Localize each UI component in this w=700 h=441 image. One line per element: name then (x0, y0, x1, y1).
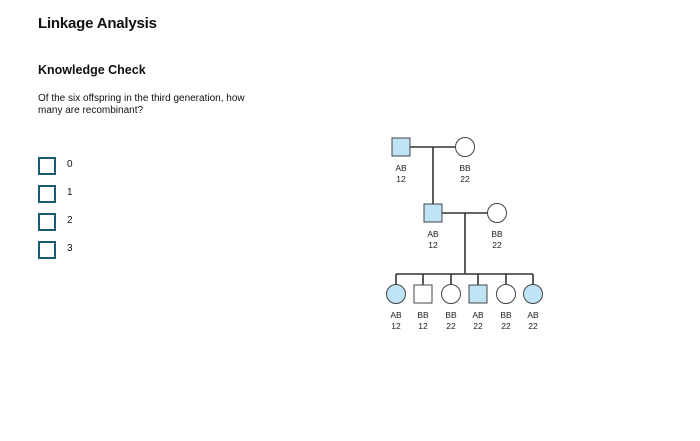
marker-label: 22 (492, 240, 502, 250)
section-title: Knowledge Check (38, 63, 146, 77)
genotype-label: BB (491, 229, 503, 239)
male-square-symbol (423, 203, 443, 223)
genotype-label: AB (395, 163, 407, 173)
option-label: 1 (67, 187, 73, 198)
question-text: Of the six offspring in the third genera… (38, 93, 245, 116)
female-circle-symbol (523, 284, 543, 304)
marker-label: 12 (428, 240, 438, 250)
checkbox[interactable] (38, 241, 56, 259)
genotype-label: BB (417, 310, 429, 320)
genotype-label: AB (390, 310, 402, 320)
male-square-symbol (391, 137, 411, 157)
female-circle-symbol (487, 203, 507, 223)
female-circle-symbol (386, 284, 406, 304)
genotype-label: BB (445, 310, 457, 320)
checkbox[interactable] (38, 213, 56, 231)
marker-label: 22 (446, 321, 456, 331)
checkbox[interactable] (38, 185, 56, 203)
pedigree-lines (395, 146, 534, 285)
marker-label: 22 (460, 174, 470, 184)
genotype-label: AB (472, 310, 484, 320)
genotype-label: AB (527, 310, 539, 320)
genotype-label: BB (459, 163, 471, 173)
marker-label: 22 (528, 321, 538, 331)
male-square-symbol (468, 284, 488, 304)
genotype-label: BB (500, 310, 512, 320)
marker-label: 22 (501, 321, 511, 331)
option-label: 0 (67, 159, 73, 170)
option-1[interactable]: 1 (38, 185, 118, 203)
female-circle-symbol (441, 284, 461, 304)
marker-label: 12 (396, 174, 406, 184)
genotype-label: AB (427, 229, 439, 239)
option-label: 2 (67, 215, 73, 226)
checkbox[interactable] (38, 157, 56, 175)
marker-label: 12 (418, 321, 428, 331)
marker-label: 22 (473, 321, 483, 331)
female-circle-symbol (496, 284, 516, 304)
male-square-symbol (413, 284, 433, 304)
option-0[interactable]: 0 (38, 157, 118, 175)
option-2[interactable]: 2 (38, 213, 118, 231)
female-circle-symbol (455, 137, 475, 157)
option-label: 3 (67, 243, 73, 254)
option-3[interactable]: 3 (38, 241, 118, 259)
marker-label: 12 (391, 321, 401, 331)
page-title: Linkage Analysis (38, 15, 157, 32)
